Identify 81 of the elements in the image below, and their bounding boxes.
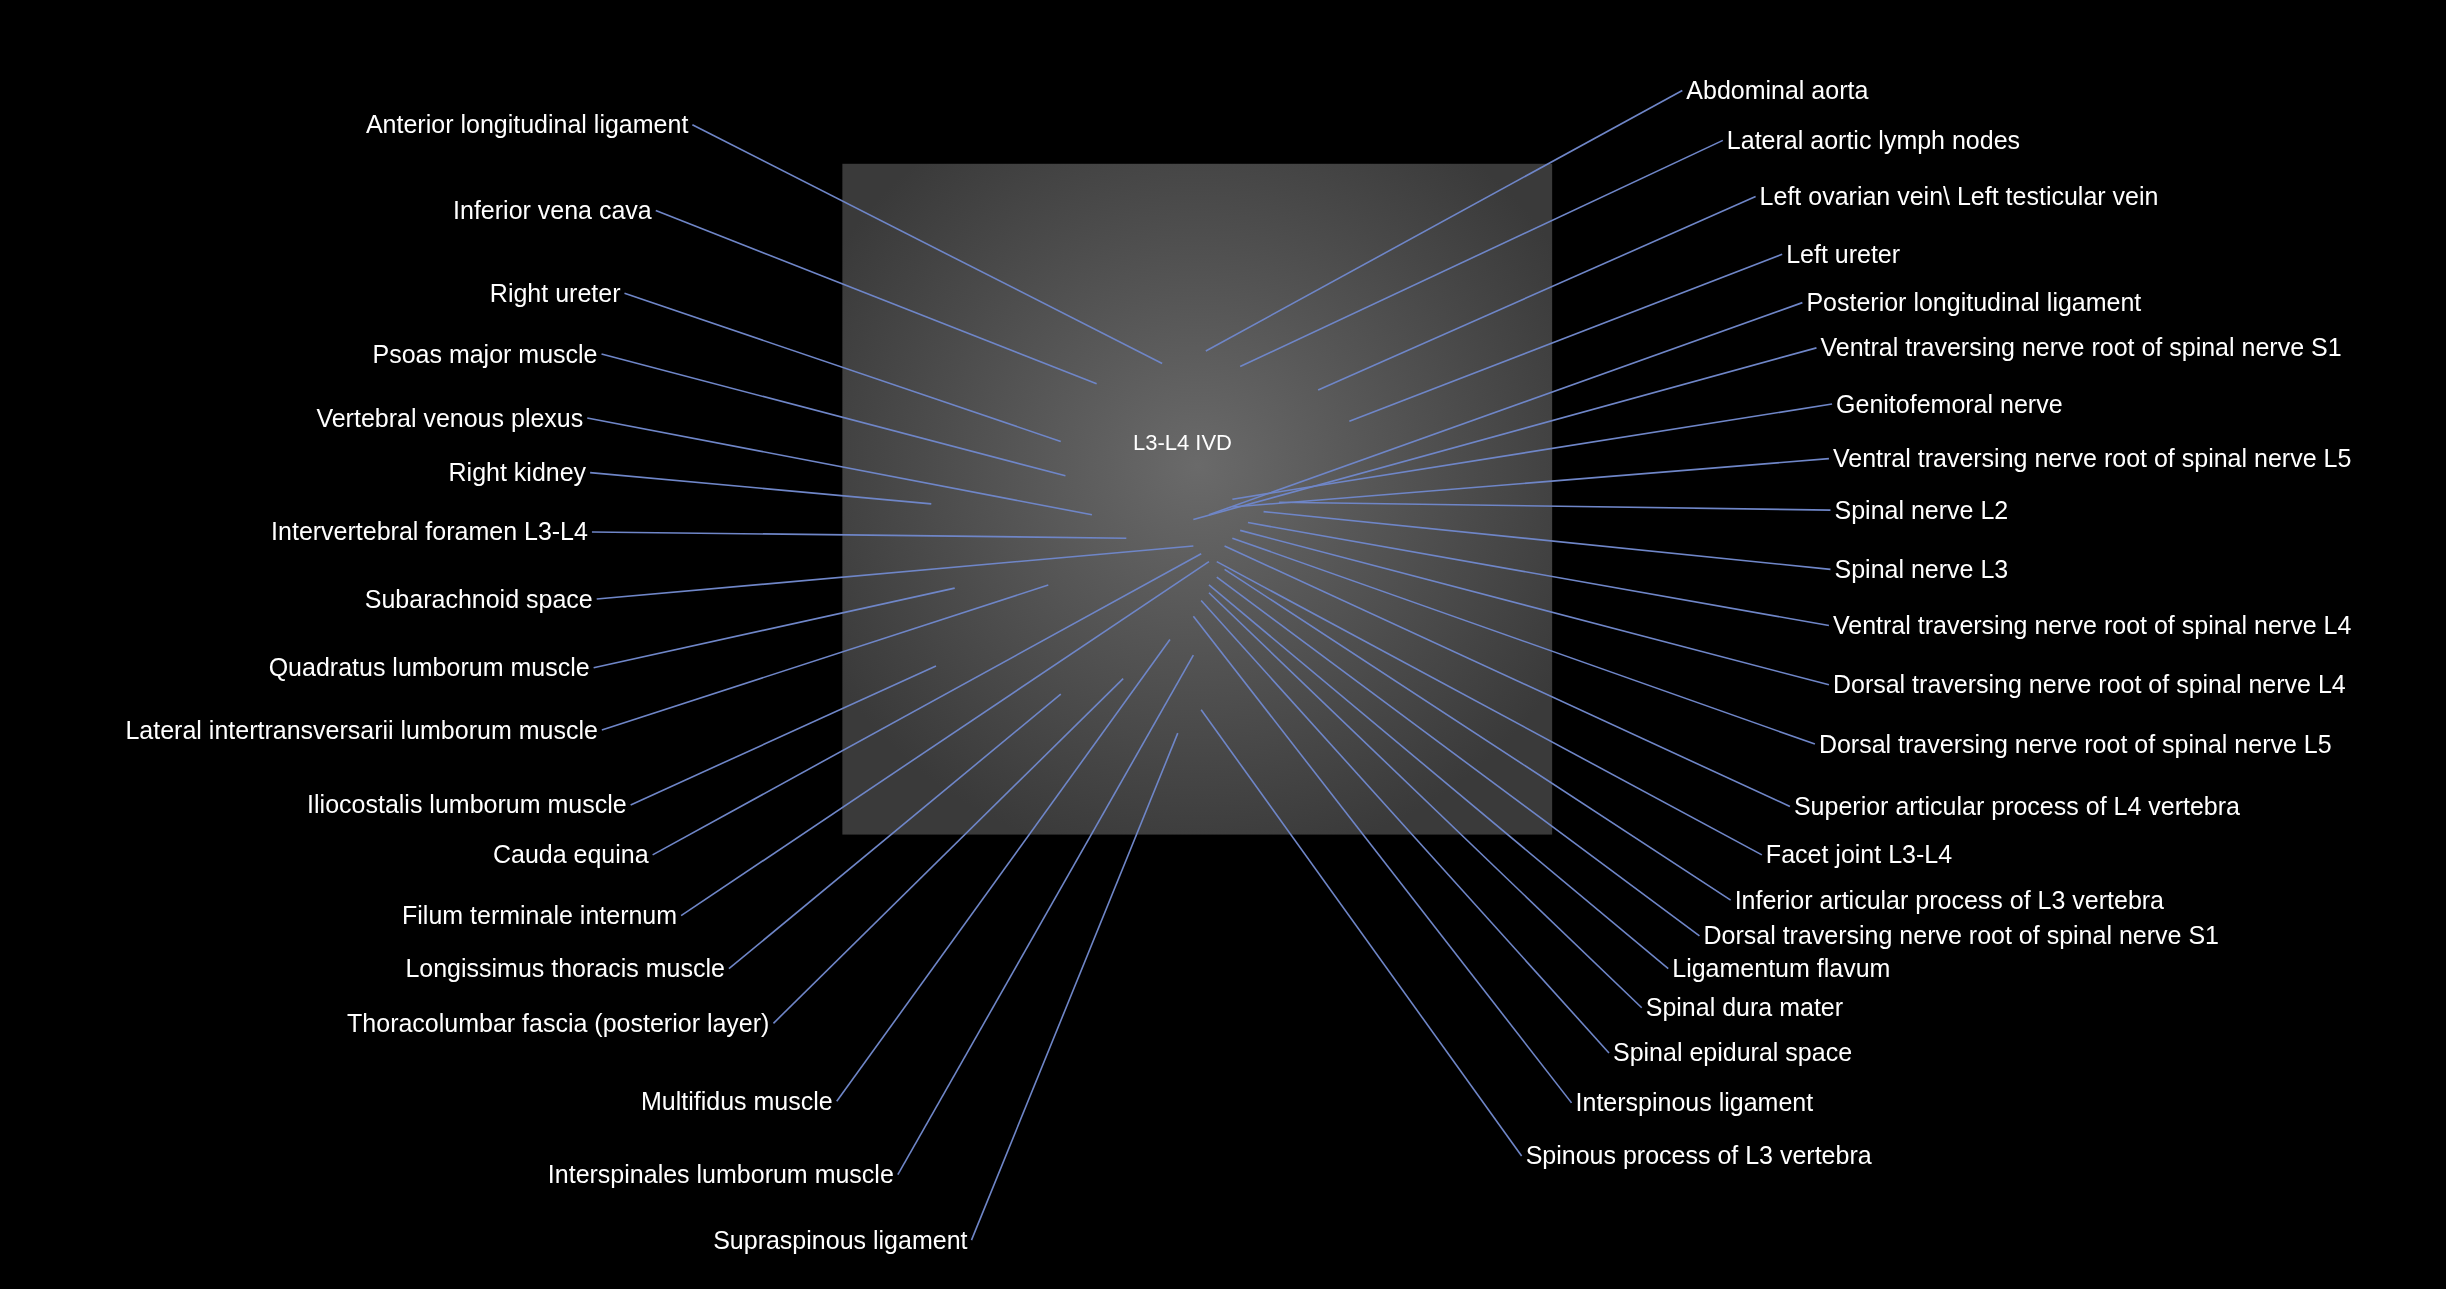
anatomy-label: Quadratus lumborum muscle xyxy=(268,655,590,681)
anatomy-label: Cauda equina xyxy=(492,842,649,868)
leader-line xyxy=(600,353,1067,477)
anatomy-label: Ventral traversing nerve root of spinal nerve L5 xyxy=(1832,446,2352,472)
anatomy-label: Lateral intertransversarii lumborum muscle xyxy=(125,717,598,743)
structure-label: L3-L4 IVD xyxy=(1132,432,1232,454)
leader-line xyxy=(1205,89,1684,352)
leader-line xyxy=(680,560,1210,917)
anatomy-label: Intervertebral foramen L3-L4 xyxy=(271,519,588,545)
anatomy-label: Dorsal traversing nerve root of spinal nerve L4 xyxy=(1832,672,2346,698)
leader-line xyxy=(1239,529,1830,686)
leader-line xyxy=(1208,301,1804,516)
anatomy-label: Thoracolumbar fascia (posterior layer) xyxy=(347,1010,770,1036)
anatomy-label: Superior articular process of L4 vertebra xyxy=(1793,794,2240,819)
anatomy-label: Spinal nerve L2 xyxy=(1834,497,2009,523)
leader-line xyxy=(589,471,933,505)
anatomy-label: Psoas major muscle xyxy=(372,341,598,367)
leader-line xyxy=(592,587,956,669)
leader-line xyxy=(1223,568,1732,901)
leader-line xyxy=(623,292,1062,443)
anatomy-label: Ligamentum flavum xyxy=(1672,956,1891,982)
leader-line xyxy=(601,584,1050,731)
anatomy-label: Lateral aortic lymph nodes xyxy=(1726,127,2021,153)
leader-line xyxy=(1278,501,1832,511)
anatomy-label: Dorsal traversing nerve root of spinal nerve L5 xyxy=(1818,731,2332,757)
anatomy-label: Spinous process of L3 vertebra xyxy=(1525,1143,1872,1169)
leader-line xyxy=(1200,709,1523,1157)
anatomy-label: Interspinales lumborum muscle xyxy=(547,1162,894,1188)
anatomy-label: Dorsal traversing nerve root of spinal nerve S1 xyxy=(1703,923,2219,949)
leader-line xyxy=(1215,576,1701,937)
anatomy-label: Ventral traversing nerve root of spinal nerve L4 xyxy=(1832,613,2352,639)
leader-line xyxy=(691,124,1163,365)
leader-line xyxy=(629,665,937,806)
anatomy-label: Inferior vena cava xyxy=(453,198,652,224)
leader-line xyxy=(835,638,1171,1103)
leader-line xyxy=(1247,521,1830,627)
anatomy-label: Filum terminale internum xyxy=(402,903,678,929)
leader-line xyxy=(591,531,1128,539)
leader-line xyxy=(1208,592,1643,1009)
anatomy-label: Right ureter xyxy=(489,280,621,306)
leader-line xyxy=(970,732,1179,1241)
anatomy-label: Spinal nerve L3 xyxy=(1834,556,2009,582)
leader-line xyxy=(1223,545,1791,808)
leader-line xyxy=(1262,510,1832,571)
anatomy-label: Posterior longitudinal ligament xyxy=(1806,290,2142,316)
anatomy-label: Multifidus muscle xyxy=(641,1088,833,1114)
anatomy-label: Ventral traversing nerve root of spinal nerve S1 xyxy=(1820,335,2342,361)
anatomy-label: Longissimus thoracis muscle xyxy=(405,956,725,982)
leader-line xyxy=(1348,253,1783,422)
anatomy-label: Spinal dura mater xyxy=(1645,995,1844,1021)
anatomy-label: Abdominal aorta xyxy=(1686,77,1869,103)
leader-line xyxy=(1192,347,1818,521)
leader-line xyxy=(595,545,1195,600)
anatomy-label: Subarachnoid space xyxy=(364,586,593,612)
anatomy-label: Spinal epidural space xyxy=(1613,1040,1853,1066)
anatomy-label: Inferior articular process of L3 vertebra xyxy=(1734,887,2164,913)
leader-line xyxy=(651,553,1202,856)
leader-line xyxy=(586,417,1093,516)
leader-line xyxy=(772,677,1124,1025)
leader-line xyxy=(1215,560,1763,856)
anatomy-label: Anterior longitudinal ligament xyxy=(365,112,689,138)
anatomy-label: Vertebral venous plexus xyxy=(316,405,584,431)
anatomy-label: Interspinous ligament xyxy=(1575,1090,1814,1116)
leader-line xyxy=(654,209,1098,385)
anatomy-label: Left ovarian vein\ Left testicular vein xyxy=(1759,184,2159,210)
anatomy-label: Facet joint L3-L4 xyxy=(1765,842,1953,868)
anatomy-label: Left ureter xyxy=(1786,241,1901,267)
leader-line xyxy=(1317,195,1757,391)
leader-line xyxy=(1200,599,1610,1054)
leader-line xyxy=(1239,139,1724,368)
leader-line xyxy=(1192,615,1573,1104)
leader-line xyxy=(1231,457,1830,508)
anatomy-label: Supraspinous ligament xyxy=(713,1227,968,1253)
leader-line xyxy=(1231,403,1833,500)
anatomy-label: Genitofemoral nerve xyxy=(1836,391,2063,417)
anatomy-label: Iliocostalis lumborum muscle xyxy=(307,792,627,818)
leader-line xyxy=(728,693,1062,970)
leader-line xyxy=(897,654,1195,1176)
anatomy-label: Right kidney xyxy=(448,460,587,486)
leader-line xyxy=(1208,584,1670,970)
leader-line xyxy=(1231,537,1816,745)
